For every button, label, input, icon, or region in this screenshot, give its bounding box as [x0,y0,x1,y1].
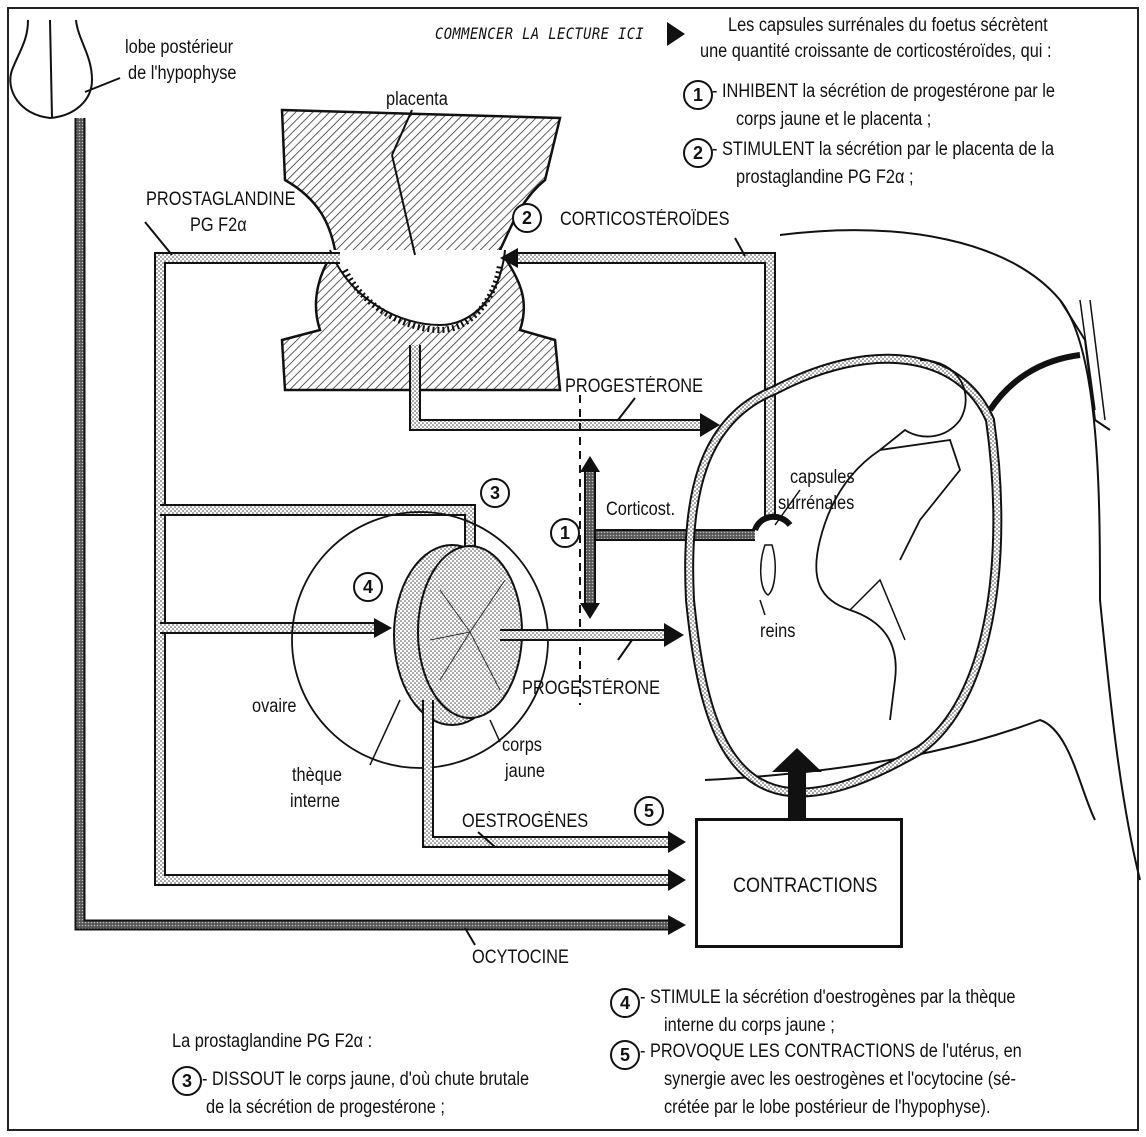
contractions-arrow-shaft [788,770,806,820]
step-3-line-2: de la sécrétion de progestérone ; [206,1096,445,1120]
pituitary-label-1: lobe postérieur [125,36,233,60]
uterus-drawing [689,230,1140,880]
progesterone-bottom-label: PROGESTÉRONE [522,677,660,701]
step-1-marker: 1 [683,80,713,110]
contractions-label: CONTRACTIONS [733,874,877,898]
step-4-line-1: - STIMULE la sécrétion d'oestrogènes par… [640,986,1016,1010]
step-3-marker: 3 [172,1066,202,1096]
outer-border [8,8,1138,1130]
corticosteroides-label: CORTICOSTÉROÏDES [560,208,729,232]
pituitary-leader [85,78,120,92]
placenta-label: placenta [386,88,448,112]
prostaglandine-label-2: PG F2α [190,214,247,238]
marker-5: 5 [634,796,664,826]
start-reading-label: COMMENCER LA LECTURE ICI [435,22,644,46]
corps-label-2: jaune [505,760,545,784]
start-reading-arrow-icon [665,20,687,48]
step-2-line-1: - STIMULENT la sécrétion par le placenta… [712,138,1054,162]
step-5-marker: 5 [610,1040,640,1070]
prostaglandine-label-1: PROSTAGLANDINE [146,188,296,212]
step-4-marker: 4 [610,988,640,1018]
oestrogenes-label: OESTROGÈNES [462,810,588,834]
step-1-line-1: - INHIBENT la sécrétion de progestérone … [712,80,1055,104]
pituitary-gland-drawing [10,20,92,118]
corticost-label: Corticost. [606,498,675,522]
step-1-line-2: corps jaune et le placenta ; [736,108,931,132]
step-5-line-3: crétée par le lobe postérieur de l'hypop… [664,1096,990,1120]
capsules-label-2: surrénales [778,492,854,516]
marker-1: 1 [550,518,580,548]
step-5-line-1: - PROVOQUE LES CONTRACTIONS de l'utérus,… [640,1040,1022,1064]
step-4-line-2: interne du corps jaune ; [664,1014,835,1038]
marker-2: 2 [512,203,542,233]
step-2-marker: 2 [683,138,713,168]
ocytocine-arrowhead [668,915,686,935]
step-2-line-2: prostaglandine PG F2α ; [736,166,913,190]
marker-4: 4 [353,572,383,602]
step-3-line-1: - DISSOUT le corps jaune, d'où chute bru… [202,1068,529,1092]
progesterone-top-label: PROGESTÉRONE [565,375,703,399]
reins-label: reins [760,620,795,644]
intro-line-2: une quantité croissante de corticostéroï… [700,40,1052,64]
ovaire-label: ovaire [252,695,297,719]
theque-label-2: interne [290,790,340,814]
step-5-line-2: synergie avec les oestrogènes et l'ocyto… [664,1068,1016,1092]
pituitary-label-2: de l'hypophyse [128,62,237,86]
capsules-label-1: capsules [790,466,855,490]
theque-label-1: thèque [292,764,342,788]
ocytocine-label: OCYTOCINE [472,946,569,970]
corps-label-1: corps [502,734,542,758]
kidney-shape [761,545,775,595]
prostaglandine-intro: La prostaglandine PG F2α : [172,1030,372,1054]
intro-line-1: Les capsules surrénales du foetus sécrèt… [728,14,1048,38]
contractions-arrowhead [772,748,822,772]
marker-3: 3 [480,478,510,508]
